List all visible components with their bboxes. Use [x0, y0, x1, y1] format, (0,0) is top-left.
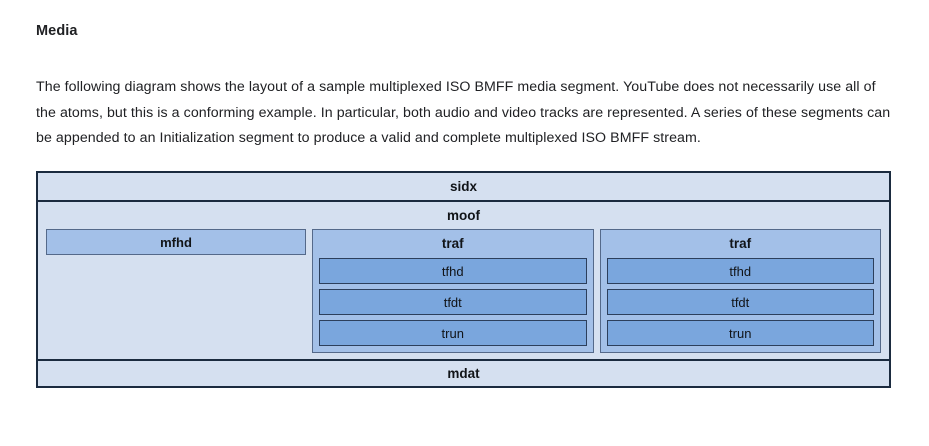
atom-box-moof: moof mfhd traf tfhd tfdt trun traf tfhd … — [38, 202, 889, 361]
atom-box-tfhd-2: tfhd — [606, 258, 874, 284]
atom-box-mfhd: mfhd — [46, 229, 306, 255]
atom-box-trun-2: trun — [606, 320, 874, 346]
atom-box-tfdt-2: tfdt — [606, 289, 874, 315]
atom-label-traf-2: traf — [729, 236, 752, 251]
iso-bmff-media-segment-diagram: sidx moof mfhd traf tfhd tfdt trun traf … — [36, 171, 891, 388]
atom-box-tfhd-1: tfhd — [319, 258, 587, 284]
moof-children-row: mfhd traf tfhd tfdt trun traf tfhd tfdt … — [38, 229, 889, 353]
atom-label-traf-1: traf — [441, 236, 464, 251]
mfhd-column: mfhd — [46, 229, 306, 255]
atom-box-trun-1: trun — [319, 320, 587, 346]
section-paragraph: The following diagram shows the layout o… — [36, 79, 891, 147]
atom-box-traf-2: traf tfhd tfdt trun — [599, 229, 881, 353]
atom-box-mdat: mdat — [38, 361, 889, 386]
atom-box-tfdt-1: tfdt — [319, 289, 587, 315]
page-title: Media — [36, 23, 78, 39]
atom-box-sidx: sidx — [38, 173, 889, 202]
atom-box-traf-1: traf tfhd tfdt trun — [312, 229, 594, 353]
atom-label-moof: moof — [447, 208, 480, 223]
